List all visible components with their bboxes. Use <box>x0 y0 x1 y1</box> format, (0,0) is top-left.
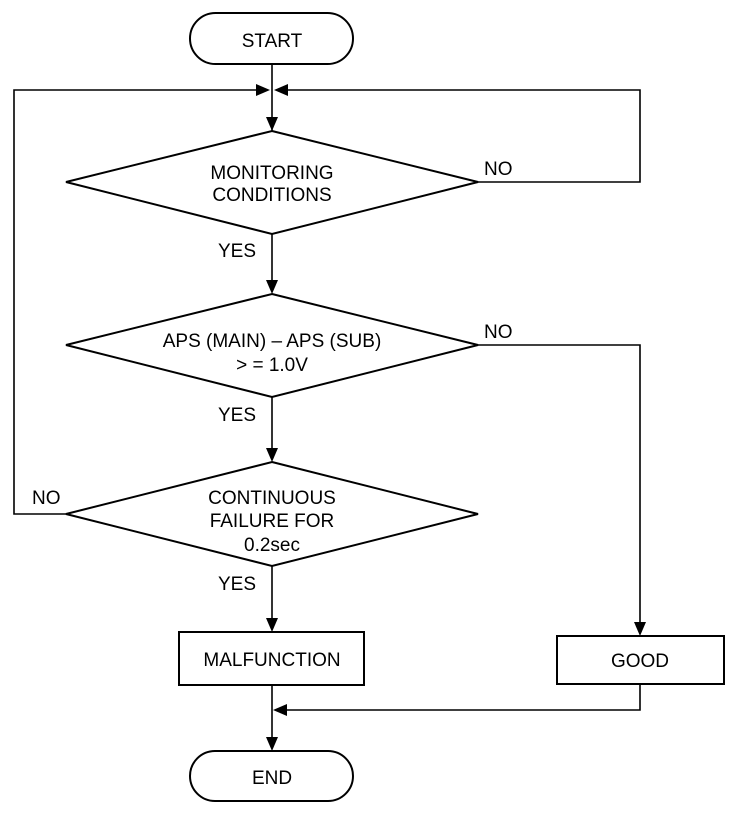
arrow-head-into-monitoring <box>266 117 278 131</box>
malfunction-box <box>178 631 365 686</box>
start-label: START <box>242 31 303 52</box>
arrow-head-into-end <box>266 737 278 751</box>
label-continuous-no: NO <box>32 488 61 509</box>
decision-aps-line1: APS (MAIN) – APS (SUB) <box>163 331 382 352</box>
label-aps-yes: YES <box>218 405 256 426</box>
arrow-head-into-continuous <box>266 448 278 462</box>
connector-continuous-no-loop <box>13 89 258 515</box>
connector-monitoring-no-loop <box>286 89 641 183</box>
label-monitoring-no: NO <box>484 159 513 180</box>
decision-aps-line2: > = 1.0V <box>236 355 308 376</box>
arrow-head-into-malfunction <box>266 618 278 632</box>
label-aps-no: NO <box>484 322 513 343</box>
good-label: GOOD <box>611 651 669 672</box>
decision-continuous-line1: CONTINUOUS <box>208 488 336 509</box>
arrow-head-good-merge <box>273 704 287 716</box>
decision-continuous-line2: FAILURE FOR <box>210 511 335 532</box>
label-monitoring-yes: YES <box>218 241 256 262</box>
label-continuous-yes: YES <box>218 574 256 595</box>
decision-monitoring-line1: MONITORING <box>210 163 333 184</box>
malfunction-label: MALFUNCTION <box>203 650 340 671</box>
arrow-head-right-merge <box>274 84 288 96</box>
arrow-head-into-aps <box>266 280 278 294</box>
arrow-head-left-merge <box>256 84 270 96</box>
end-label: END <box>252 768 292 789</box>
end-terminal <box>189 750 354 802</box>
decision-monitoring-line2: CONDITIONS <box>212 185 331 206</box>
connector-aps-no-to-good <box>478 344 641 622</box>
decision-continuous-line3: 0.2sec <box>244 535 300 556</box>
arrow-head-into-good <box>634 622 646 636</box>
connector-good-to-end <box>286 684 641 711</box>
